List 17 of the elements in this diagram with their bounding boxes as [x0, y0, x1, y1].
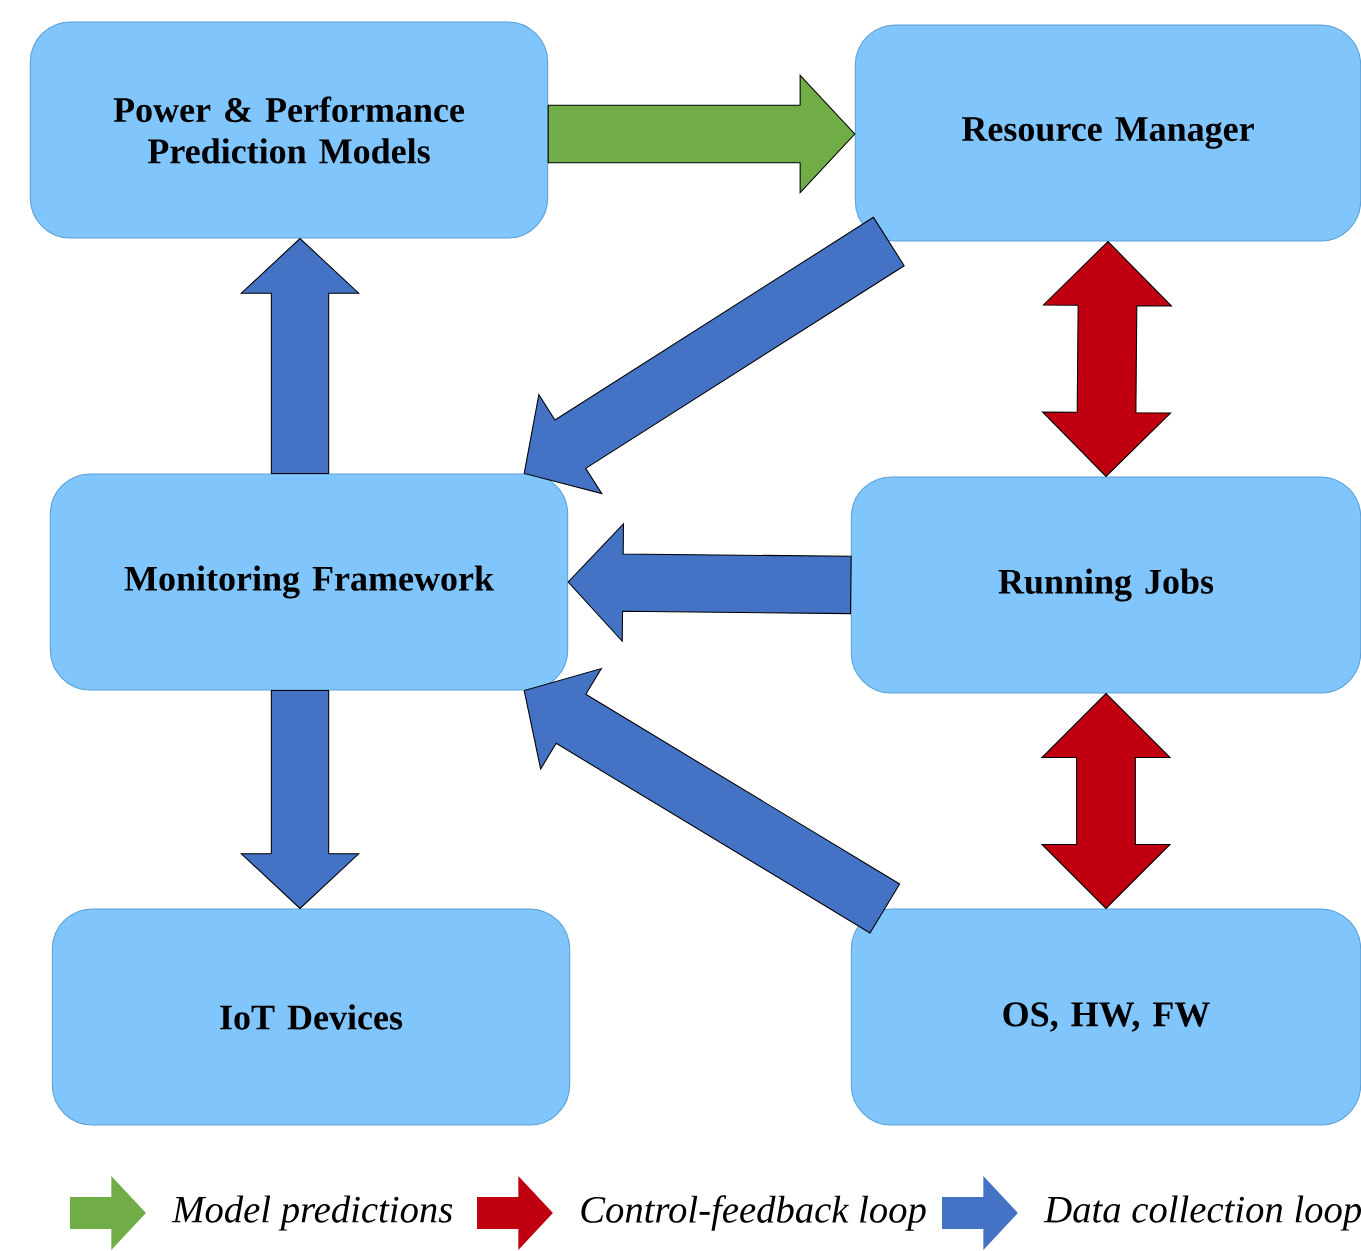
block-arrow: [547, 73, 856, 194]
block-arrow: [523, 667, 901, 934]
block-arrow: [523, 216, 905, 495]
process-box: IoT Devices: [51, 908, 571, 1126]
block-arrow: [239, 237, 361, 474]
legend-label: Model predictions: [171, 1195, 453, 1231]
process-box: Power & Performance Prediction Models: [29, 21, 549, 239]
legend-label: Control-feedback loop: [581, 1195, 926, 1231]
process-box: Running Jobs: [850, 476, 1361, 694]
legend-label: Data collection loop: [1043, 1195, 1361, 1231]
process-box: Monitoring Framework: [49, 473, 569, 691]
block-arrow: [1041, 240, 1173, 478]
block-arrow: [567, 522, 852, 643]
block-arrow: [1040, 692, 1172, 910]
block-arrow: [239, 690, 361, 910]
process-box: OS, HW, FW: [850, 908, 1361, 1126]
process-box: Resource Manager: [854, 24, 1361, 242]
